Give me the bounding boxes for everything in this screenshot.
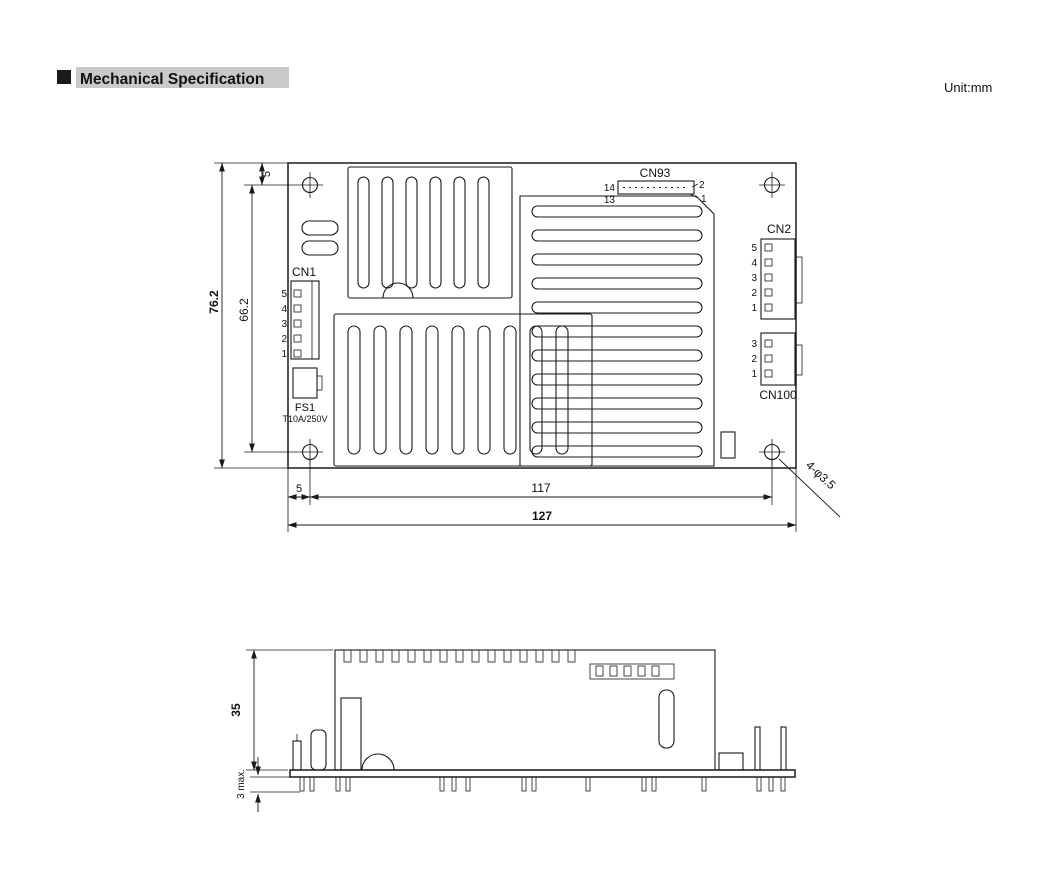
small-component-right (720, 431, 736, 459)
heatsink-bottom-fins (347, 325, 569, 455)
cn2-label: CN2 (767, 222, 791, 236)
heatsink-right-fins (531, 205, 703, 458)
cn1-pin-4: 4 (281, 304, 287, 315)
side-transformer-dome (361, 753, 395, 771)
cn1-pin-3: 3 (281, 319, 287, 330)
small-components-top-left (301, 220, 339, 256)
transformer-dome (382, 282, 414, 299)
pcb-outline (287, 162, 797, 469)
side-through-pins (299, 776, 786, 792)
header: Mechanical Specification Unit:mm (57, 67, 992, 95)
section-bullet-icon (57, 70, 71, 84)
cn1-label: CN1 (292, 265, 316, 279)
heatsink-top-left (347, 166, 513, 299)
top-view-dimensions: 5 76.2 66.2 5 117 127 4-φ3.5 (207, 162, 841, 528)
cn93-pin-1: 1 (701, 194, 707, 205)
dim-overall-height: 76.2 (207, 290, 221, 314)
dim-left-offset: 5 (296, 483, 302, 495)
unit-label: Unit:mm (944, 80, 992, 95)
fs1-label: FS1 (295, 402, 315, 414)
dim-hole-span-height: 66.2 (237, 298, 251, 322)
dim-top-offset: 5 (261, 171, 273, 177)
connector-cn100: 3 2 1 CN100 (751, 332, 803, 402)
side-left-components (292, 697, 395, 771)
pcb-side-profile (289, 769, 796, 778)
top-view-extension-lines (214, 162, 797, 532)
side-main-body (334, 649, 716, 771)
cn100-pin-3: 3 (751, 339, 757, 350)
fuse-fs1: FS1 T10A/250V (282, 367, 328, 424)
connector-cn2: CN2 5 4 3 2 1 (751, 222, 803, 320)
side-slot (658, 689, 675, 749)
side-view-dimensions: 35 3 max. (229, 649, 333, 812)
connector-cn93: CN93 14 2 13 1 (604, 166, 707, 206)
cn2-pin-4: 4 (751, 258, 757, 269)
dim-overall-width: 127 (532, 509, 552, 523)
mounting-hole-top-left (297, 172, 323, 198)
dim-pin-protrusion: 3 max. (236, 769, 247, 799)
cn100-label: CN100 (759, 388, 797, 402)
cn93-pin-13: 13 (604, 195, 616, 206)
cn2-pin-1: 1 (751, 303, 757, 314)
cn2-pin-2: 2 (751, 288, 757, 299)
side-fin-tips (343, 649, 576, 663)
side-connector-pin (754, 726, 761, 771)
mounting-hole-top-right (759, 172, 785, 198)
side-right-components (718, 726, 787, 771)
cn1-pin-2: 2 (281, 334, 287, 345)
cn2-pin-5: 5 (751, 243, 757, 254)
cn100-pin-2: 2 (751, 354, 757, 365)
side-connector-pin (780, 726, 787, 771)
heatsink-right (519, 195, 736, 467)
connector-cn1: CN1 5 4 3 2 1 (281, 265, 320, 360)
fs1-rating: T10A/250V (282, 414, 327, 424)
top-view: CN93 14 2 13 1 CN1 5 4 3 2 1 (207, 162, 841, 532)
side-inner-step (589, 663, 675, 680)
cn1-body (290, 280, 320, 360)
cn100-pin-1: 1 (751, 369, 757, 380)
cn1-pin-1: 1 (281, 349, 287, 360)
title-highlight (76, 67, 289, 88)
heatsink-top-left-fins (357, 176, 490, 289)
side-view: 35 3 max. (229, 649, 796, 812)
cn1-pin-5: 5 (281, 289, 287, 300)
cn2-pin-3: 3 (751, 273, 757, 284)
cn93-label: CN93 (640, 166, 671, 180)
cn93-pin-14: 14 (604, 183, 616, 194)
dim-hole-span-width: 117 (531, 481, 550, 495)
cn93-pin-2: 2 (699, 180, 705, 191)
page-title: Mechanical Specification (80, 71, 264, 88)
fs1-body (292, 367, 318, 399)
dim-side-height: 35 (229, 703, 243, 717)
cn93-body (617, 180, 695, 195)
